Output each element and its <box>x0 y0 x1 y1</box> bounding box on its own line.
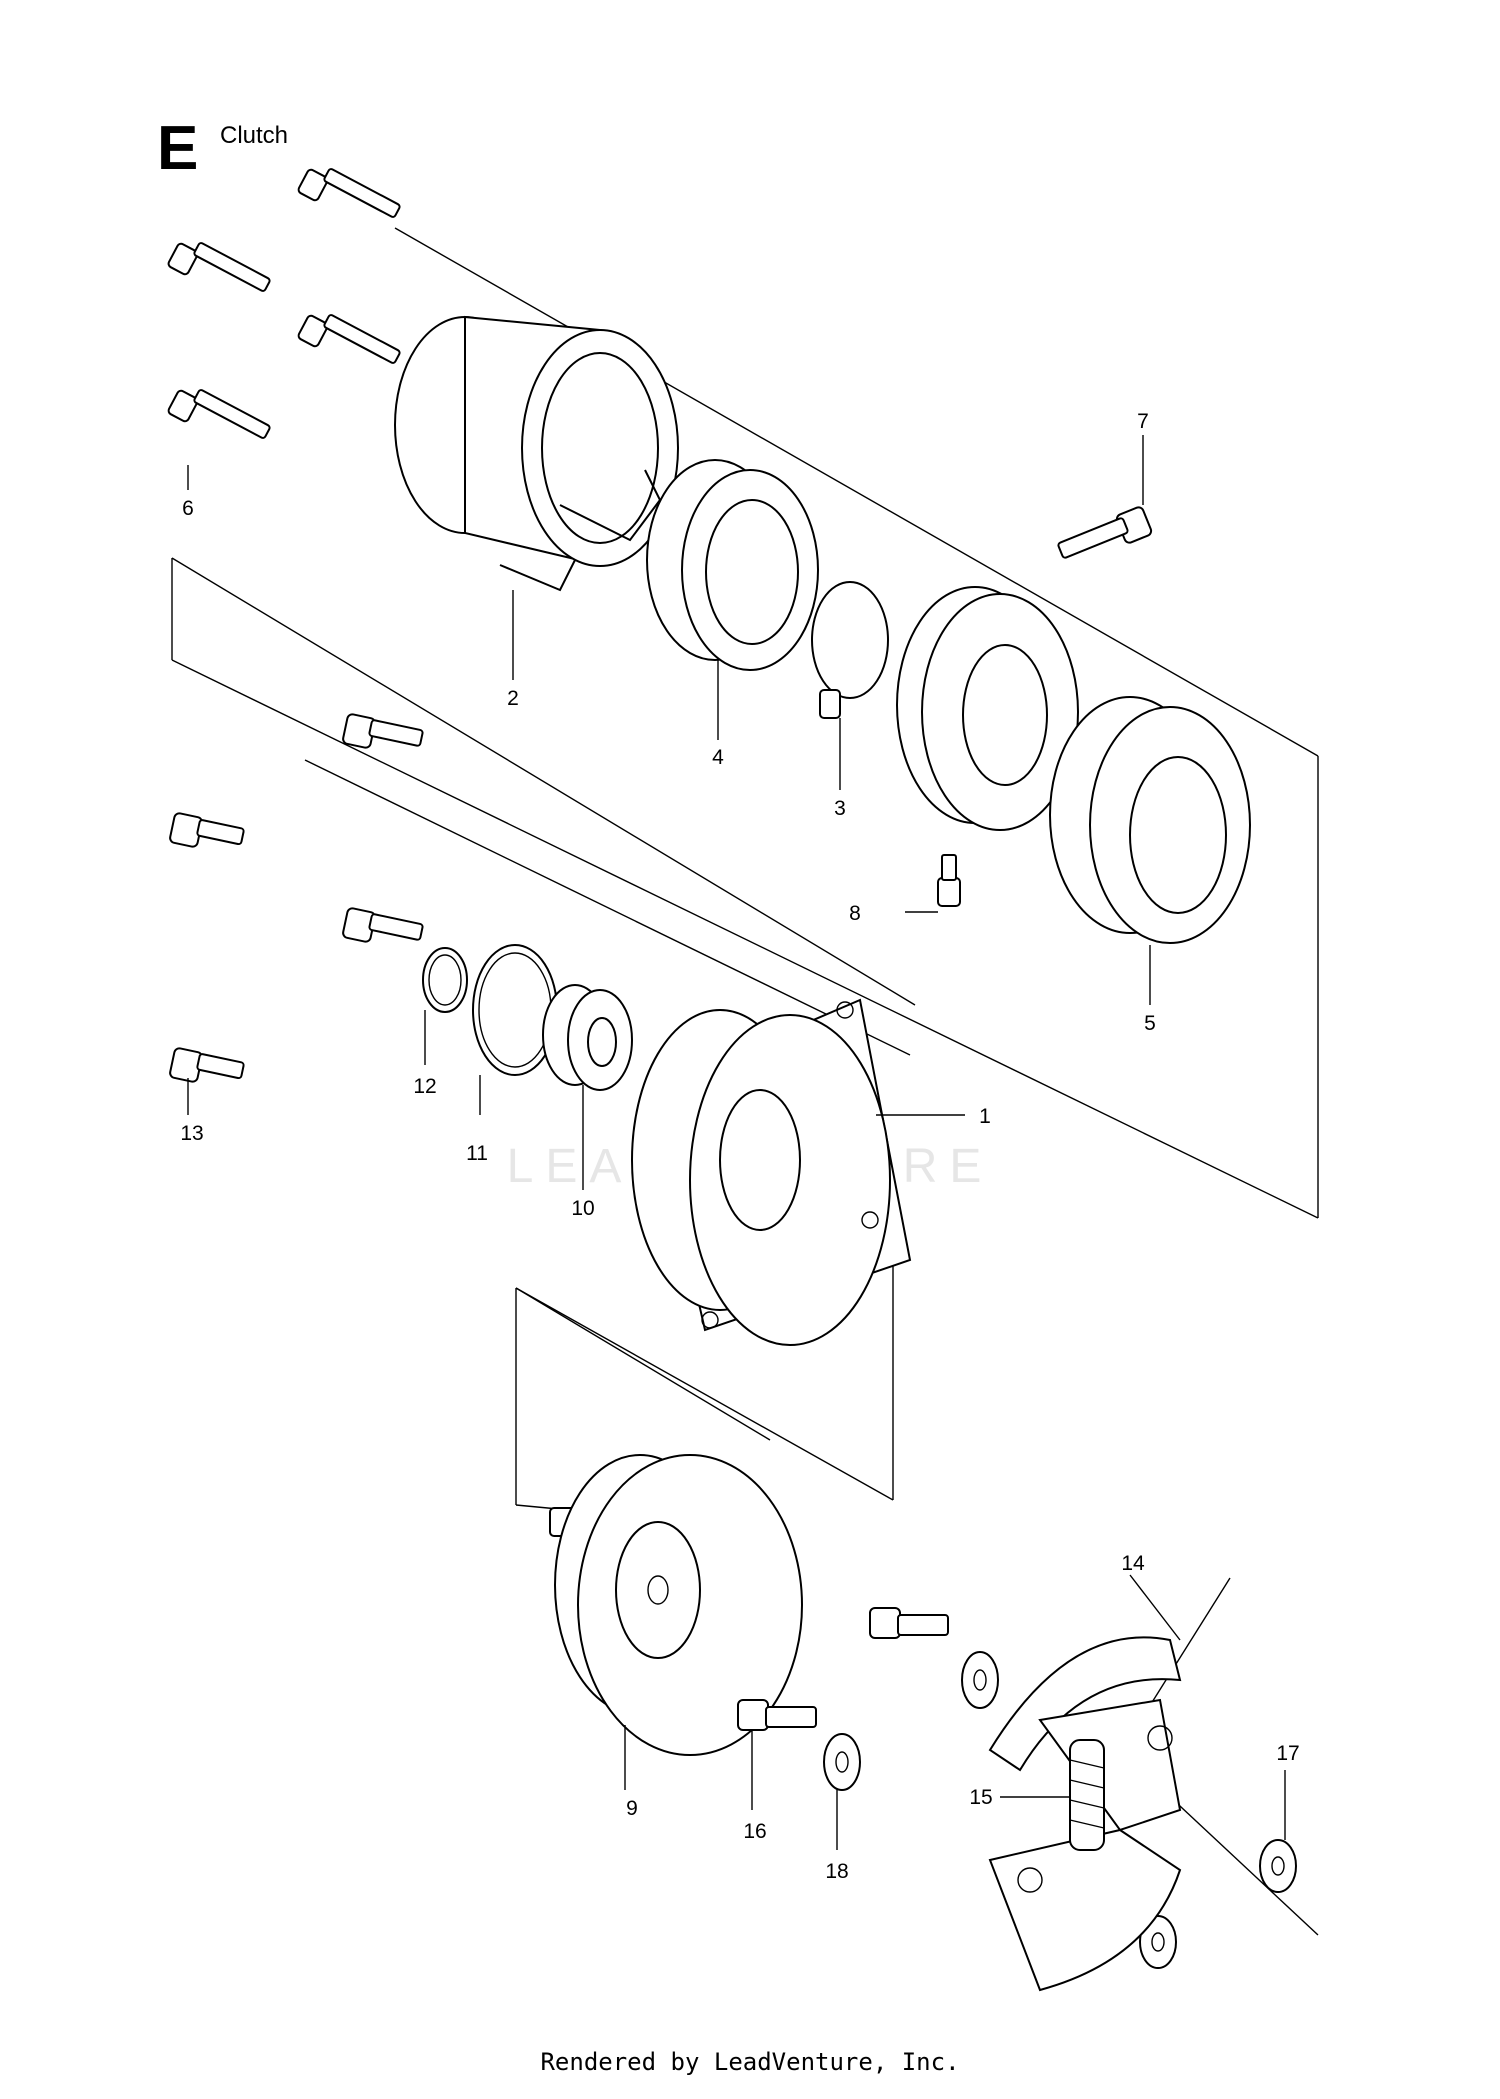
part-3-hub <box>811 581 1079 831</box>
callout-2: 2 <box>507 687 519 710</box>
callout-1: 1 <box>979 1105 991 1128</box>
callout-6: 6 <box>182 497 194 520</box>
part-17-washer <box>1259 1839 1297 1893</box>
callout-11: 11 <box>466 1142 488 1165</box>
callout-10: 10 <box>571 1197 594 1220</box>
part-5-cover <box>1049 696 1251 944</box>
bolt-6a <box>297 168 401 218</box>
bolt-13b <box>169 1047 245 1083</box>
callout-9: 9 <box>626 1797 638 1820</box>
section-title: Clutch <box>220 122 289 149</box>
part-14-clutch-shoes <box>988 1636 1182 1992</box>
shoulder-bolt-upper <box>869 1607 949 1639</box>
bolt-6d <box>167 389 271 439</box>
part-2-housing <box>394 315 679 592</box>
callout-15: 15 <box>969 1786 992 1809</box>
bolt-13a <box>169 812 245 848</box>
bolt-6c <box>297 314 401 364</box>
washer-upper <box>961 1651 999 1709</box>
part-7-screw <box>1057 506 1153 559</box>
part-15-spring <box>1069 1739 1105 1851</box>
bolt-lower-hub <box>342 907 424 943</box>
callout-18: 18 <box>825 1860 848 1883</box>
part-9-clutch-drum <box>549 1454 803 1756</box>
part-11-ring <box>472 944 558 1076</box>
bolt-upper-hub <box>342 713 424 749</box>
callout-12: 12 <box>413 1075 436 1098</box>
callout-17: 17 <box>1276 1742 1299 1765</box>
part-16-shoulder-bolt <box>737 1699 817 1731</box>
bolt-6b <box>167 242 271 292</box>
leader-lines <box>187 435 1286 1850</box>
part-4-ring <box>646 459 819 671</box>
callout-4: 4 <box>712 746 724 769</box>
footer-credit: Rendered by LeadVenture, Inc. <box>540 2048 960 2076</box>
callout-8: 8 <box>849 902 861 925</box>
callout-16: 16 <box>743 1820 766 1843</box>
part-12-circlip <box>422 947 468 1013</box>
washer-lower <box>1139 1915 1177 1969</box>
callout-14: 14 <box>1121 1552 1145 1575</box>
callout-3: 3 <box>834 797 846 820</box>
section-letter: E <box>157 114 199 183</box>
callout-13: 13 <box>180 1122 203 1145</box>
part-1-clutch-housing <box>631 998 912 1346</box>
callout-7: 7 <box>1137 410 1149 433</box>
part-8-screw <box>937 854 961 907</box>
callout-5: 5 <box>1144 1012 1156 1035</box>
part-18-washer <box>823 1733 861 1791</box>
part-10-bearing <box>542 984 633 1091</box>
